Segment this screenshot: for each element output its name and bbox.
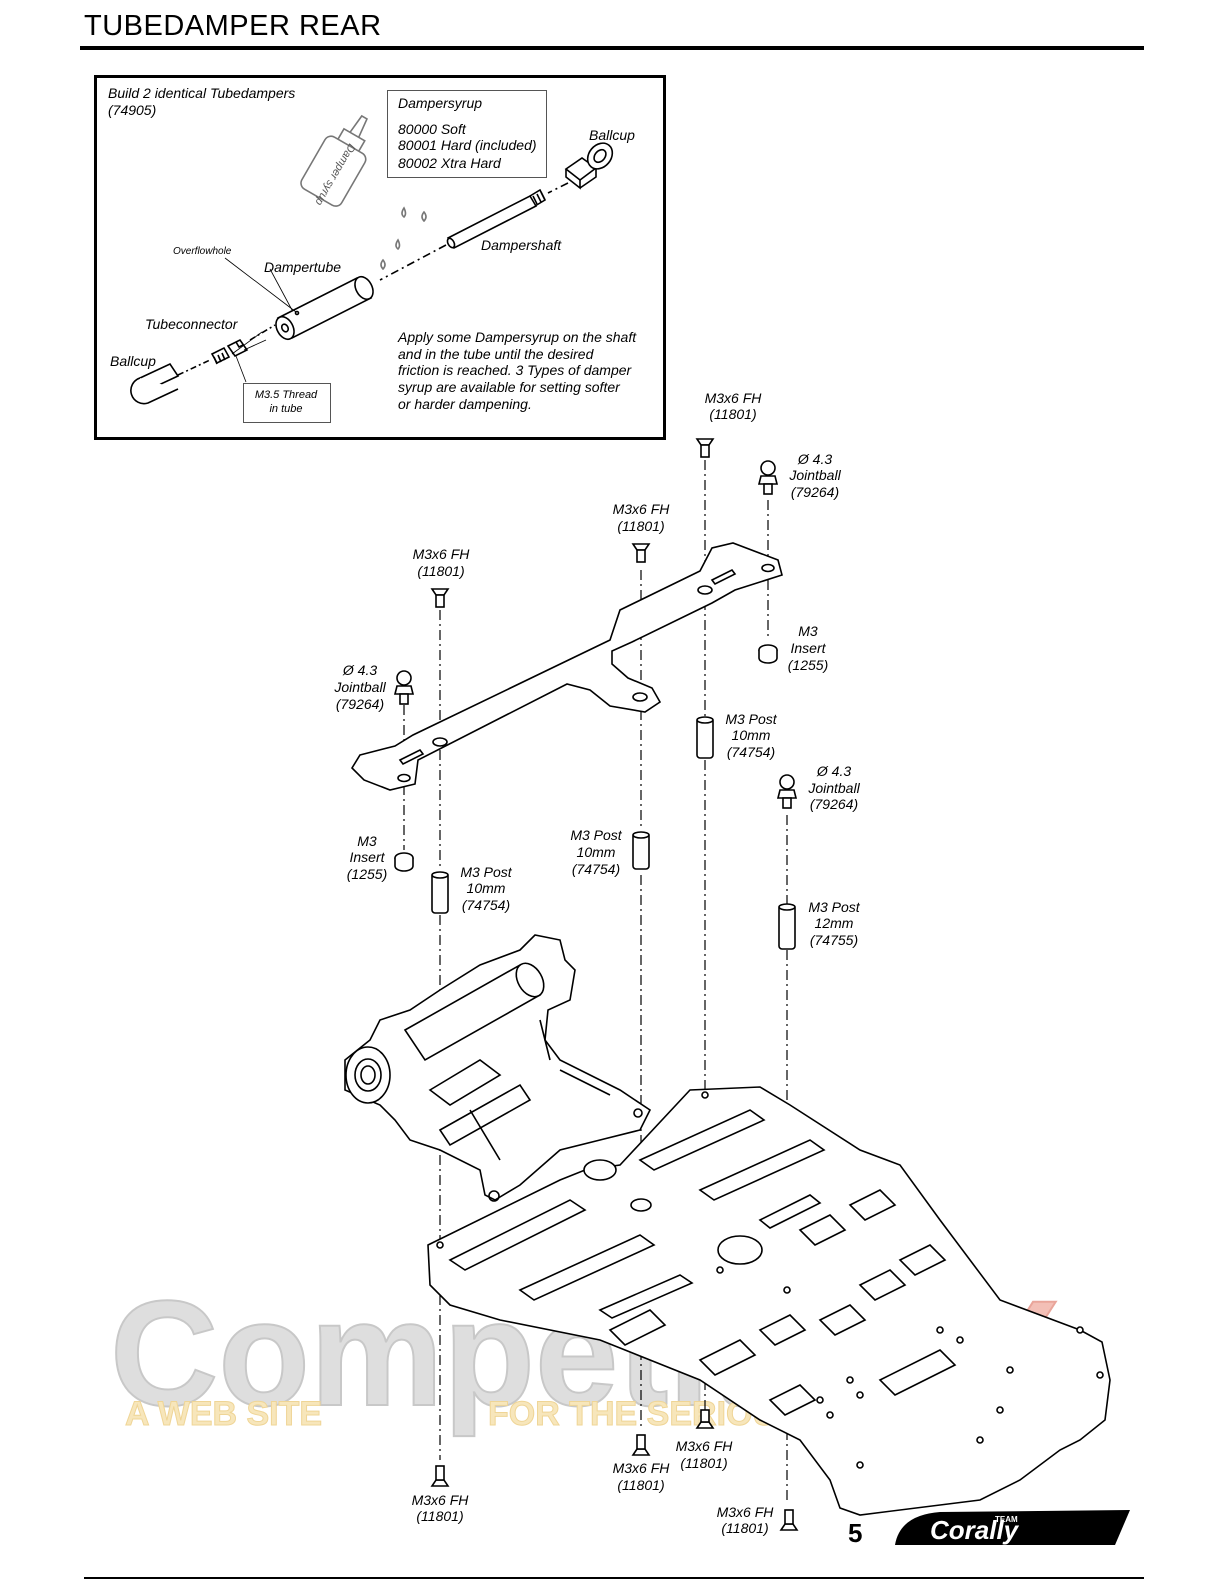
callout-post: (74755) [809, 932, 859, 948]
callout-insert: M3 [357, 833, 377, 849]
syrup-item: 80001 Hard (included) [398, 137, 537, 153]
ballcup-icon [564, 142, 614, 190]
build-part: (74905) [108, 102, 157, 118]
bottom-rule [84, 1577, 1144, 1579]
callout-fh: M3x6 FH [716, 1504, 774, 1520]
ballcup-top-label: Ballcup [589, 127, 635, 143]
axis-line [547, 182, 569, 194]
instructions-line: and in the tube until the desired [398, 346, 594, 362]
page-title: TUBEDAMPER REAR [84, 10, 382, 42]
logo-team-text: TEAM [995, 1515, 1018, 1524]
callout-fh: M3x6 FH [612, 1460, 670, 1476]
callout-insert: M3 [798, 623, 818, 639]
callout-post: 10mm [731, 727, 771, 743]
callout-fh: (11801) [417, 563, 465, 579]
callout-fh: (11801) [721, 1520, 769, 1536]
callout-fh: M3x6 FH [704, 390, 762, 406]
callout-post: 12mm [814, 915, 854, 931]
syrup-heading: Dampersyrup [398, 95, 483, 111]
callout-post: (74754) [571, 861, 621, 877]
instructions-line: or harder dampening. [398, 396, 532, 412]
instructions-line: friction is reached. 3 Types of damper [398, 362, 632, 378]
callout-post: M3 Post [725, 711, 777, 727]
thread-note-box [243, 383, 331, 423]
callout-fh: M3x6 FH [675, 1438, 733, 1454]
callout-jointball: Jointball [334, 679, 386, 695]
callout-jointball: Jointball [789, 467, 841, 483]
ballcup-left-label: Ballcup [110, 353, 156, 369]
thread-note: M3.5 Thread [254, 389, 318, 401]
dampershaft-label: Dampershaft [481, 237, 562, 253]
callout-jointball: Ø 4.3 [797, 451, 833, 467]
rear-pod [344, 934, 652, 1202]
callout-jointball: Jointball [808, 780, 860, 796]
corally-logo: Corally TEAM [895, 1510, 1130, 1545]
callout-fh: (11801) [709, 406, 757, 422]
post-icon [431, 716, 796, 950]
watermark-tagline-left: A WEB SITE [125, 1395, 322, 1433]
syrup-bottle-icon: Damper syrup [300, 114, 427, 271]
logo-text: Corally [930, 1515, 1020, 1545]
syrup-item: 80000 Soft [398, 121, 466, 137]
callout-post: M3 Post [808, 899, 860, 915]
callout-jointball: (79264) [335, 696, 385, 712]
thread-note: in tube [269, 403, 303, 415]
dampertube-label: Dampertube [264, 259, 342, 275]
jointball-icon [393, 460, 798, 809]
callout-post: 10mm [466, 880, 506, 896]
callout-fh: (11801) [617, 1477, 665, 1493]
callout-fh: M3x6 FH [411, 1492, 469, 1508]
syrup-item: 80002 Xtra Hard [398, 155, 501, 171]
upper-plate [350, 542, 783, 791]
instructions-line: Apply some Dampersyrup on the shaft [398, 329, 637, 345]
callout-post: 10mm [576, 844, 616, 860]
overflowhole-label: Overflowhole [173, 246, 232, 257]
callout-jointball: Ø 4.3 [816, 763, 852, 779]
callout-fh: (11801) [680, 1455, 728, 1471]
build-note: Build 2 identical Tubedampers [108, 85, 296, 101]
tubeconnector-icon [210, 324, 276, 383]
title-rule [80, 46, 1144, 50]
syrup-box [387, 90, 547, 178]
callout-insert: Insert [790, 640, 826, 656]
screw-icon [430, 438, 799, 1531]
callout-fh: (11801) [617, 518, 665, 534]
callout-post: M3 Post [460, 864, 512, 880]
dampershaft-icon [446, 188, 547, 250]
tubeconnector-label: Tubeconnector [145, 316, 238, 332]
instructions-line: syrup are available for setting softer [398, 379, 620, 395]
callout-post: (74754) [726, 744, 776, 760]
callout-insert: (1255) [787, 657, 829, 673]
ballcup-left-icon [130, 359, 211, 405]
chassis-plate [427, 1086, 1111, 1516]
page-number: 5 [848, 1518, 863, 1548]
callout-jointball: (79264) [790, 484, 840, 500]
callout-post: M3 Post [570, 827, 622, 843]
callout-fh: M3x6 FH [612, 501, 670, 517]
insert-icon [394, 644, 778, 872]
callout-insert: Insert [349, 849, 385, 865]
axis-line [379, 244, 447, 281]
dampertube-icon [224, 257, 374, 341]
callout-insert: (1255) [346, 866, 388, 882]
tubedamper-inset [94, 75, 666, 440]
callout-jointball: (79264) [809, 796, 859, 812]
callout-fh: M3x6 FH [412, 546, 470, 562]
callout-jointball: Ø 4.3 [342, 662, 378, 678]
callout-post: (74754) [461, 897, 511, 913]
callout-fh: (11801) [416, 1508, 464, 1524]
